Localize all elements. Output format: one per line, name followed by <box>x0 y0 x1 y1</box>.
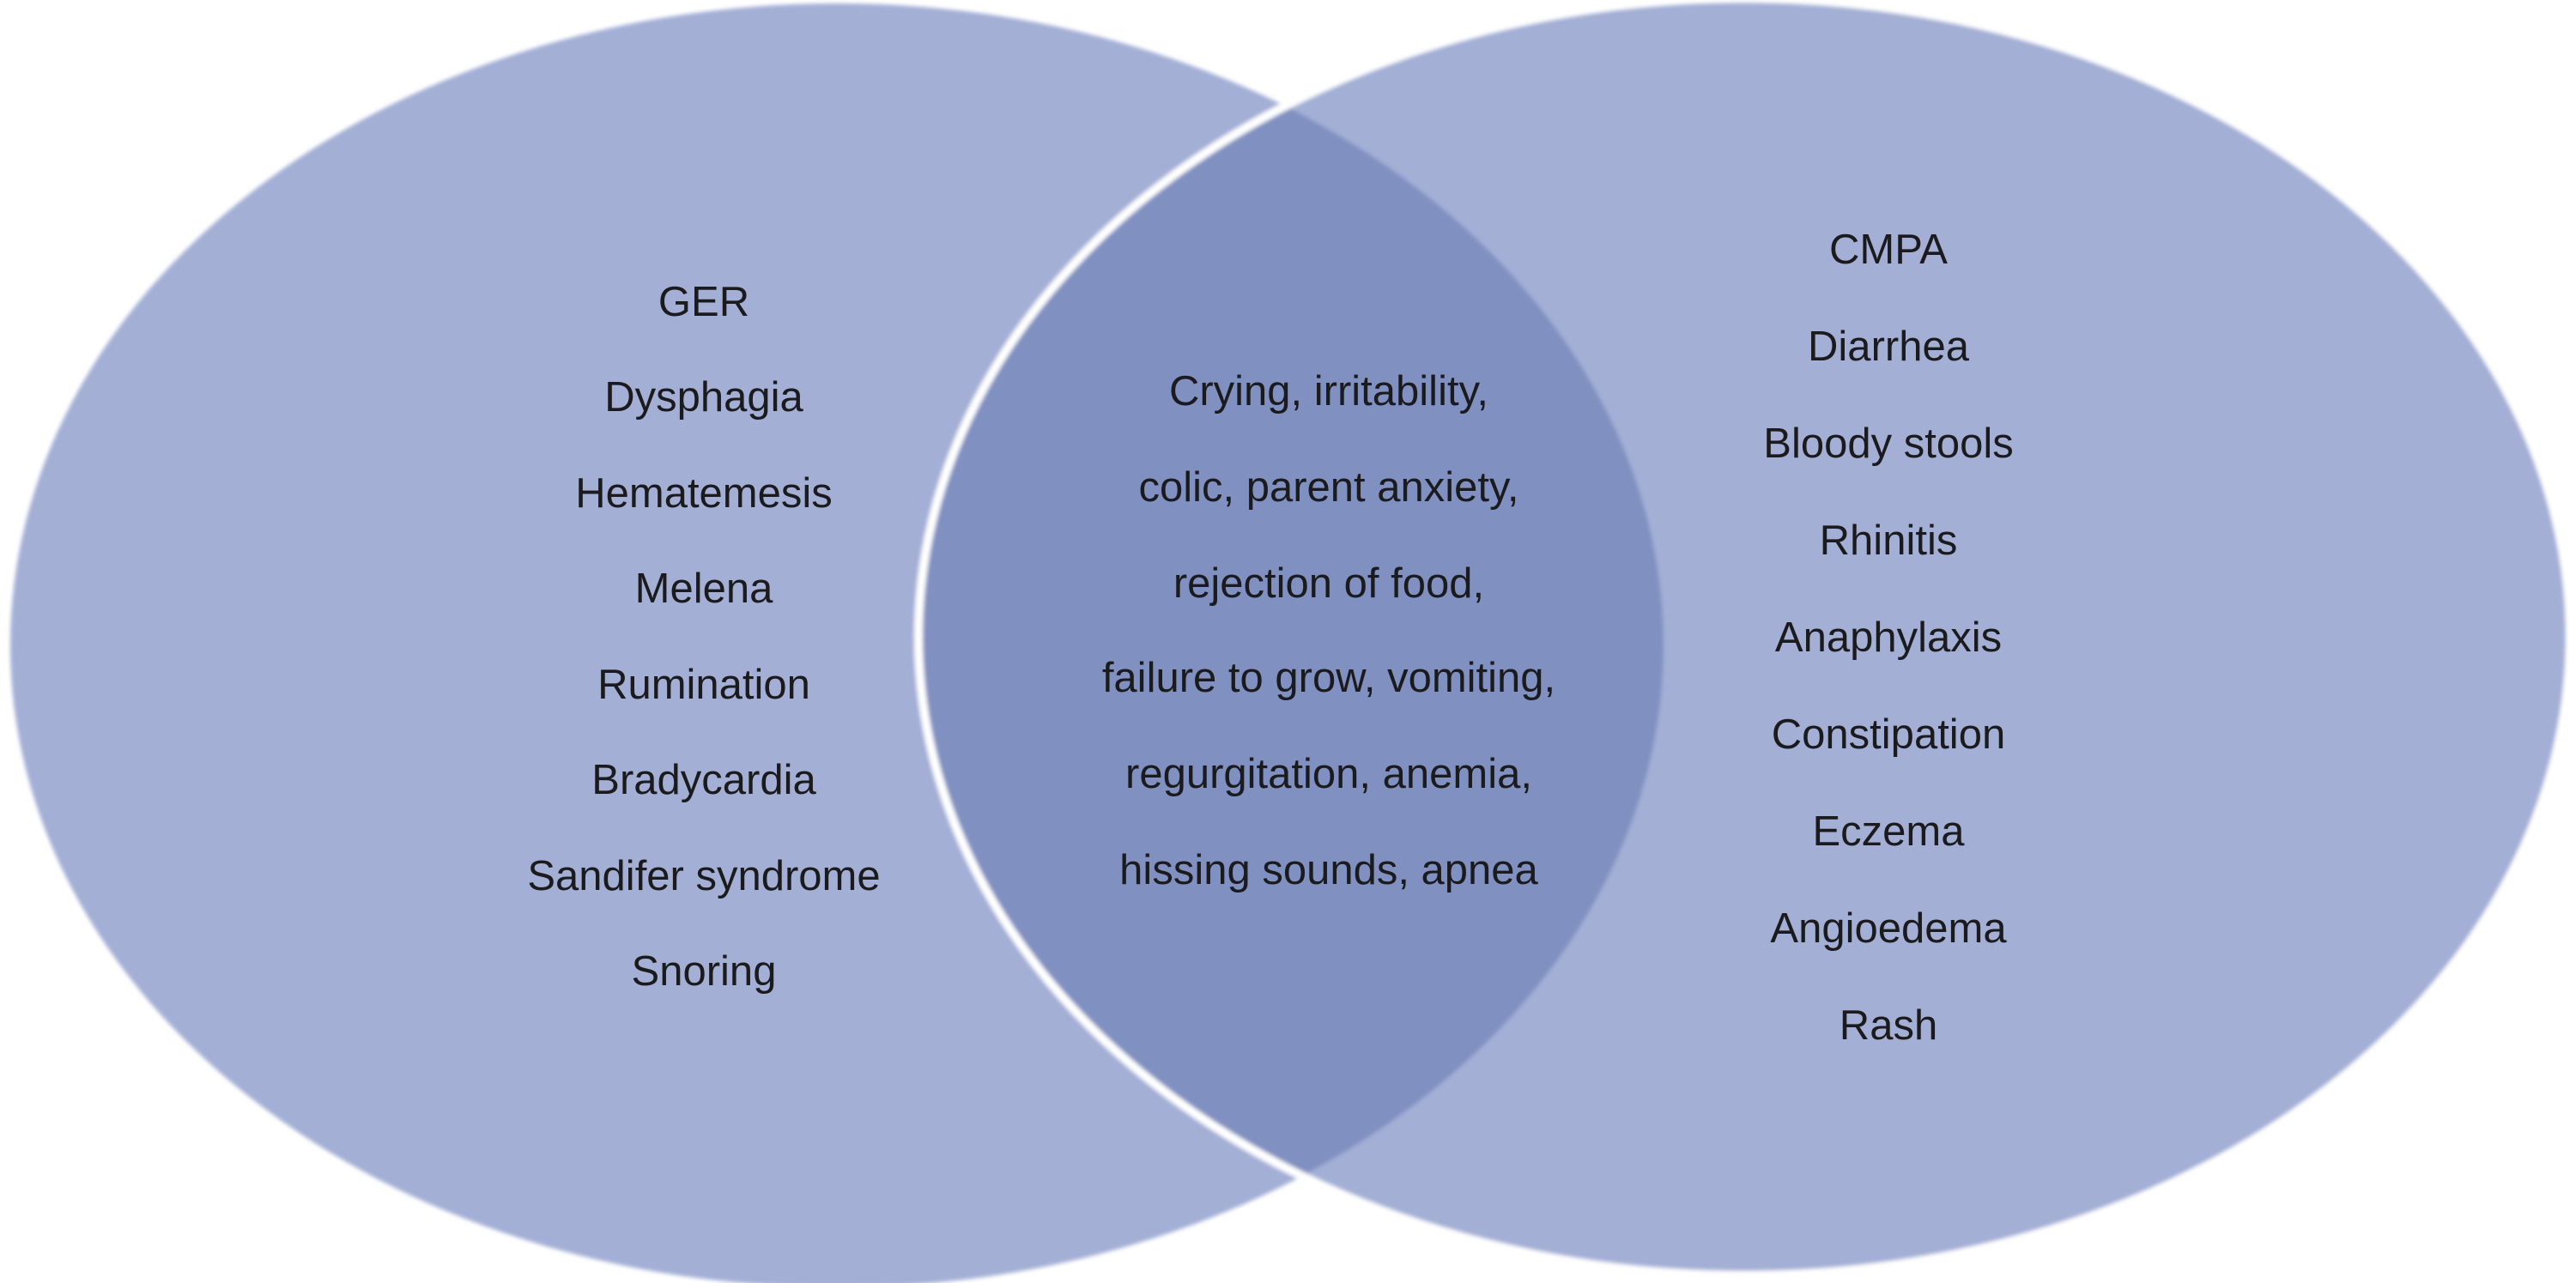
right-circle-item: Diarrhea <box>1808 324 1969 370</box>
overlap-line: regurgitation, anemia, <box>1125 751 1532 797</box>
overlap-line: Crying, irritability, <box>1168 368 1489 415</box>
right-circle-item: Eczema <box>1812 808 1965 855</box>
left-circle-item: Dysphagia <box>604 374 803 421</box>
overlap-line: rejection of food, <box>1173 560 1485 607</box>
left-circle-item: Bradycardia <box>591 757 816 803</box>
overlap-line: failure to grow, vomiting, <box>1101 655 1556 701</box>
left-circle-item: Snoring <box>631 948 777 995</box>
left-circle-item: GER <box>658 279 750 325</box>
left-circle-item: Sandifer syndrome <box>527 853 881 899</box>
left-circle-item: Melena <box>634 566 773 612</box>
right-circle-item: CMPA <box>1829 227 1948 273</box>
overlap-line: colic, parent anxiety, <box>1138 464 1519 511</box>
right-ellipse-outline <box>914 0 2574 1280</box>
left-circle-item: Hematemesis <box>575 470 833 517</box>
left-circle-item: Rumination <box>597 662 810 708</box>
overlap-lens <box>918 3 1664 1275</box>
right-circle-item: Rhinitis <box>1819 517 1958 564</box>
right-circle-item: Angioedema <box>1770 905 2007 952</box>
overlap-line: hissing sounds, apnea <box>1119 847 1538 893</box>
right-circle-item: Bloody stools <box>1763 421 2014 467</box>
right-circle-item: Rash <box>1839 1002 1938 1049</box>
right-circle-item: Anaphylaxis <box>1774 614 2003 661</box>
right-circle-item: Constipation <box>1771 711 2006 758</box>
